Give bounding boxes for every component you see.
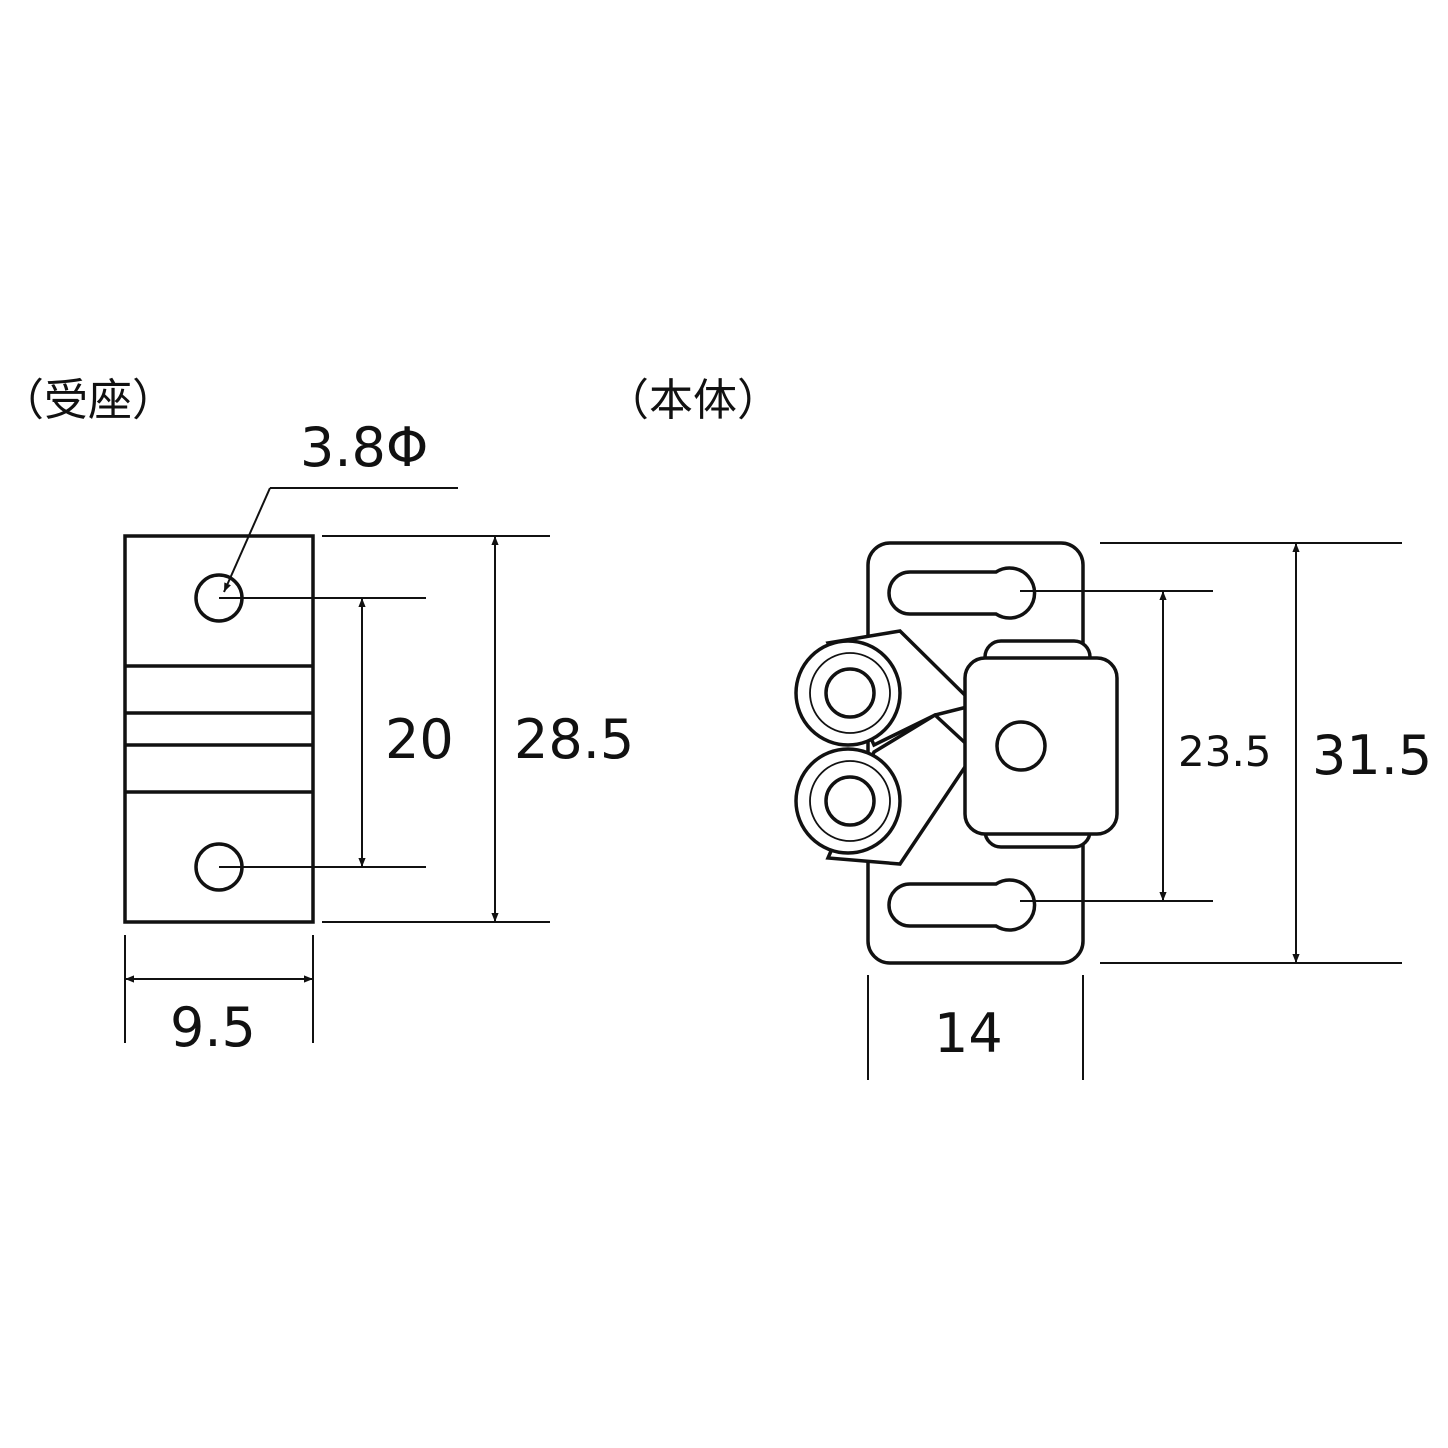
dimension-body-width: 14	[934, 1002, 1003, 1065]
receiver-title: （受座）	[0, 375, 176, 426]
dimension-receiver-width-value: 9.5	[170, 996, 256, 1059]
body-keyhole-slot-bottom	[887, 878, 1037, 932]
hole-diameter-leader: 3.8Φ	[223, 416, 458, 593]
dimension-slot-pitch-value: 23.5	[1178, 727, 1272, 776]
roller-bottom-rim	[809, 760, 891, 842]
dimension-receiver-width: 9.5	[125, 975, 313, 1059]
receiver-view: （受座） 3.8Φ 20 28.5	[0, 375, 634, 1059]
dimension-slot-pitch: 23.5	[1159, 591, 1272, 901]
dimension-receiver-height: 28.5	[491, 536, 634, 922]
roller-top-rim	[809, 652, 891, 734]
body-view: （本体） 23.5	[605, 375, 1432, 1080]
body-center-hole	[995, 720, 1047, 772]
roller-top-axle	[824, 667, 876, 719]
dimension-body-width-value: 14	[934, 1002, 1003, 1065]
dimension-body-height: 31.5	[1292, 543, 1432, 963]
dimension-body-height-value: 31.5	[1312, 724, 1432, 787]
dimension-hole-pitch: 20	[358, 598, 454, 867]
body-keyhole-slot-top	[887, 566, 1037, 620]
dimension-hole-pitch-value: 20	[385, 708, 454, 771]
dimension-receiver-height-value: 28.5	[514, 708, 634, 771]
body-title: （本体）	[605, 375, 781, 426]
roller-bottom-axle	[824, 775, 876, 827]
hole-diameter-label: 3.8Φ	[300, 416, 428, 479]
